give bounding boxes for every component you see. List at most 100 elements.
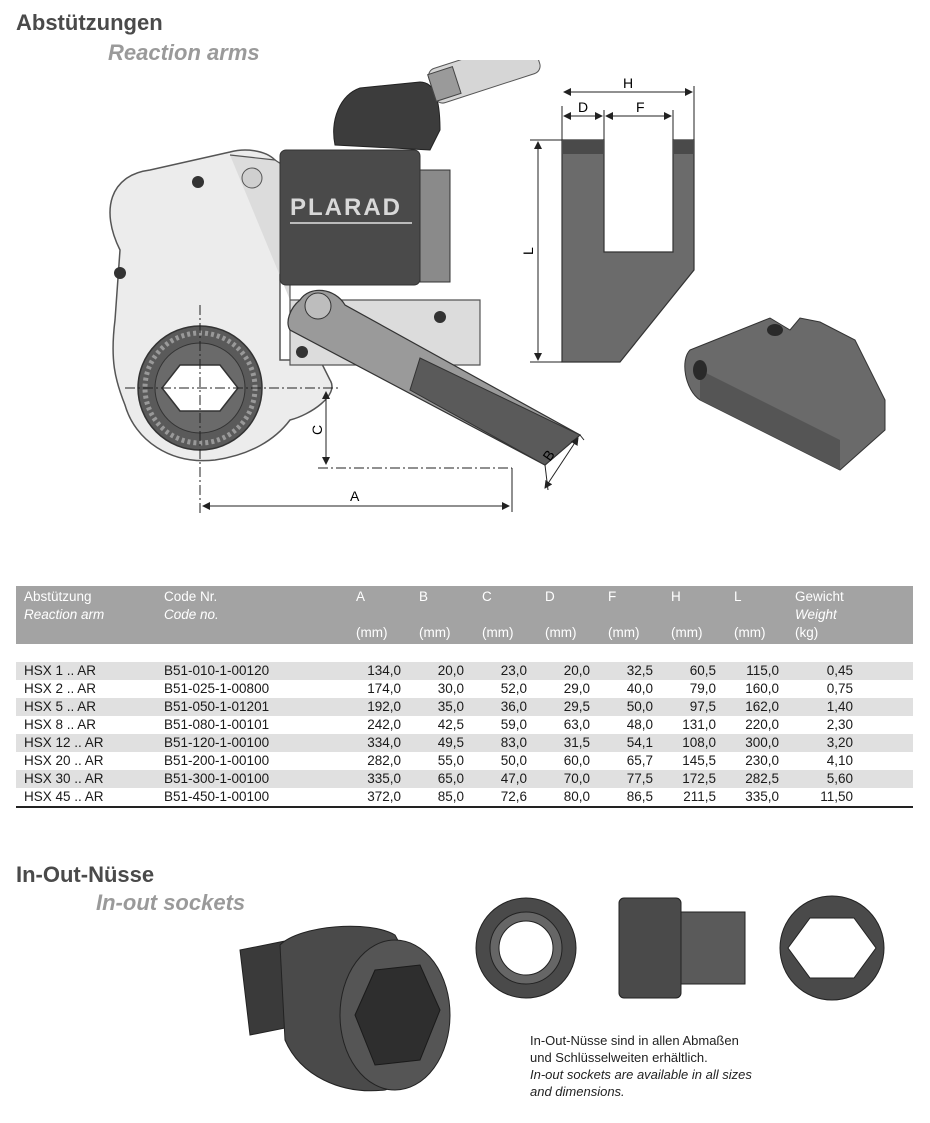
reaction-arm-3d-face: [700, 370, 840, 470]
table-cell: 115,0: [724, 662, 787, 680]
socket-3d-hex: [354, 964, 441, 1066]
col-header: Code Nr.Code no.: [156, 586, 346, 644]
brand-label: PLARAD: [290, 194, 402, 221]
table-cell: 97,5: [661, 698, 724, 716]
col-header: C(mm): [472, 586, 535, 644]
table-cell: 0,45: [787, 662, 913, 680]
col-header-unit: (mm): [608, 625, 640, 640]
bolt: [192, 176, 204, 188]
table-cell: B51-025-1-00800: [156, 680, 346, 698]
table-cell: 372,0: [346, 788, 409, 808]
note-de-line: In-Out-Nüsse sind in allen Abmaßen: [530, 1033, 739, 1048]
table-cell: 59,0: [472, 716, 535, 734]
dim-h-label: H: [623, 75, 633, 91]
col-header-en: Weight: [795, 607, 837, 622]
table-cell: 174,0: [346, 680, 409, 698]
table-cell: 50,0: [472, 752, 535, 770]
table-cell: 2,30: [787, 716, 913, 734]
table-cell: HSX 12 .. AR: [16, 734, 156, 752]
col-header: B (mm): [409, 586, 472, 644]
table-cell: 335,0: [346, 770, 409, 788]
hose-nut: [427, 66, 462, 102]
col-header: L(mm): [724, 586, 787, 644]
table-cell: HSX 1 .. AR: [16, 662, 156, 680]
table-cell: 335,0: [724, 788, 787, 808]
col-header-unit: (mm): [356, 625, 388, 640]
dim-b-line: [544, 437, 579, 489]
table-cell: 36,0: [472, 698, 535, 716]
col-header-de: B: [419, 589, 429, 604]
table-cell: 47,0: [472, 770, 535, 788]
col-header-unit: (mm): [671, 625, 703, 640]
table-cell: 0,75: [787, 680, 913, 698]
table-cell: 52,0: [472, 680, 535, 698]
table-cell: HSX 45 .. AR: [16, 788, 156, 808]
bolt: [296, 346, 308, 358]
col-header-unit: (mm): [419, 625, 451, 640]
table-cell: 172,5: [661, 770, 724, 788]
dim-l-label: L: [520, 247, 536, 255]
table-cell: 5,60: [787, 770, 913, 788]
table-cell: 65,7: [598, 752, 661, 770]
table-cell: 242,0: [346, 716, 409, 734]
table-cell: 29,5: [535, 698, 598, 716]
table-cell: B51-300-1-00100: [156, 770, 346, 788]
reaction-arm-pad: [409, 357, 581, 466]
table-cell: 282,0: [346, 752, 409, 770]
dim-b-ext-2: [579, 434, 585, 441]
col-header-de: C: [482, 589, 492, 604]
col-header-de: H: [671, 589, 681, 604]
table-cell: 63,0: [535, 716, 598, 734]
col-header-de: Code Nr.: [164, 589, 218, 604]
reaction-arm-drawing: PLARAD C A B H D F L: [109, 60, 886, 515]
table-cell: 334,0: [346, 734, 409, 752]
table-cell: 60,5: [661, 662, 724, 680]
table-cell: 300,0: [724, 734, 787, 752]
dim-c-label: C: [309, 425, 325, 435]
table-cell: 4,10: [787, 752, 913, 770]
table-cell: 20,0: [409, 662, 472, 680]
table-cell: HSX 2 .. AR: [16, 680, 156, 698]
col-header-unit: (mm): [545, 625, 577, 640]
section-subtitle: In-out sockets: [96, 890, 246, 915]
table-cell: 79,0: [661, 680, 724, 698]
table-cell: 50,0: [598, 698, 661, 716]
table-cell: B51-010-1-00120: [156, 662, 346, 680]
socket-side-body: [618, 897, 682, 999]
table-cell: 85,0: [409, 788, 472, 808]
table-cell: 65,0: [409, 770, 472, 788]
table-cell: 11,50: [787, 788, 913, 808]
col-header: A (mm): [346, 586, 409, 644]
page-title: Abstützungen: [16, 10, 163, 35]
table-cell: 40,0: [598, 680, 661, 698]
table-cell: 72,6: [472, 788, 535, 808]
table-cell: 83,0: [472, 734, 535, 752]
table-cell: 162,0: [724, 698, 787, 716]
table-cell: 80,0: [535, 788, 598, 808]
table-cell: 30,0: [409, 680, 472, 698]
col-header-unit: (kg): [795, 625, 819, 640]
table-cell: 282,5: [724, 770, 787, 788]
motor-block-side: [419, 169, 451, 283]
table-cell: HSX 20 .. AR: [16, 752, 156, 770]
table-cell: HSX 30 .. AR: [16, 770, 156, 788]
bolt: [434, 311, 446, 323]
fork-top-left: [562, 140, 604, 154]
section-title: In-Out-Nüsse: [16, 862, 155, 887]
col-header-unit: (mm): [734, 625, 766, 640]
swivel-head: [333, 81, 441, 151]
reaction-arm-3d-slot: [767, 324, 783, 336]
table-cell: 77,5: [598, 770, 661, 788]
col-header: D(mm): [535, 586, 598, 644]
col-header-de: A: [356, 589, 366, 604]
table-cell: 54,1: [598, 734, 661, 752]
table-cell: 145,5: [661, 752, 724, 770]
sockets-note: In-Out-Nüsse sind in allen Abmaßen und S…: [530, 1032, 752, 1100]
note-en-line: and dimensions.: [530, 1084, 625, 1099]
